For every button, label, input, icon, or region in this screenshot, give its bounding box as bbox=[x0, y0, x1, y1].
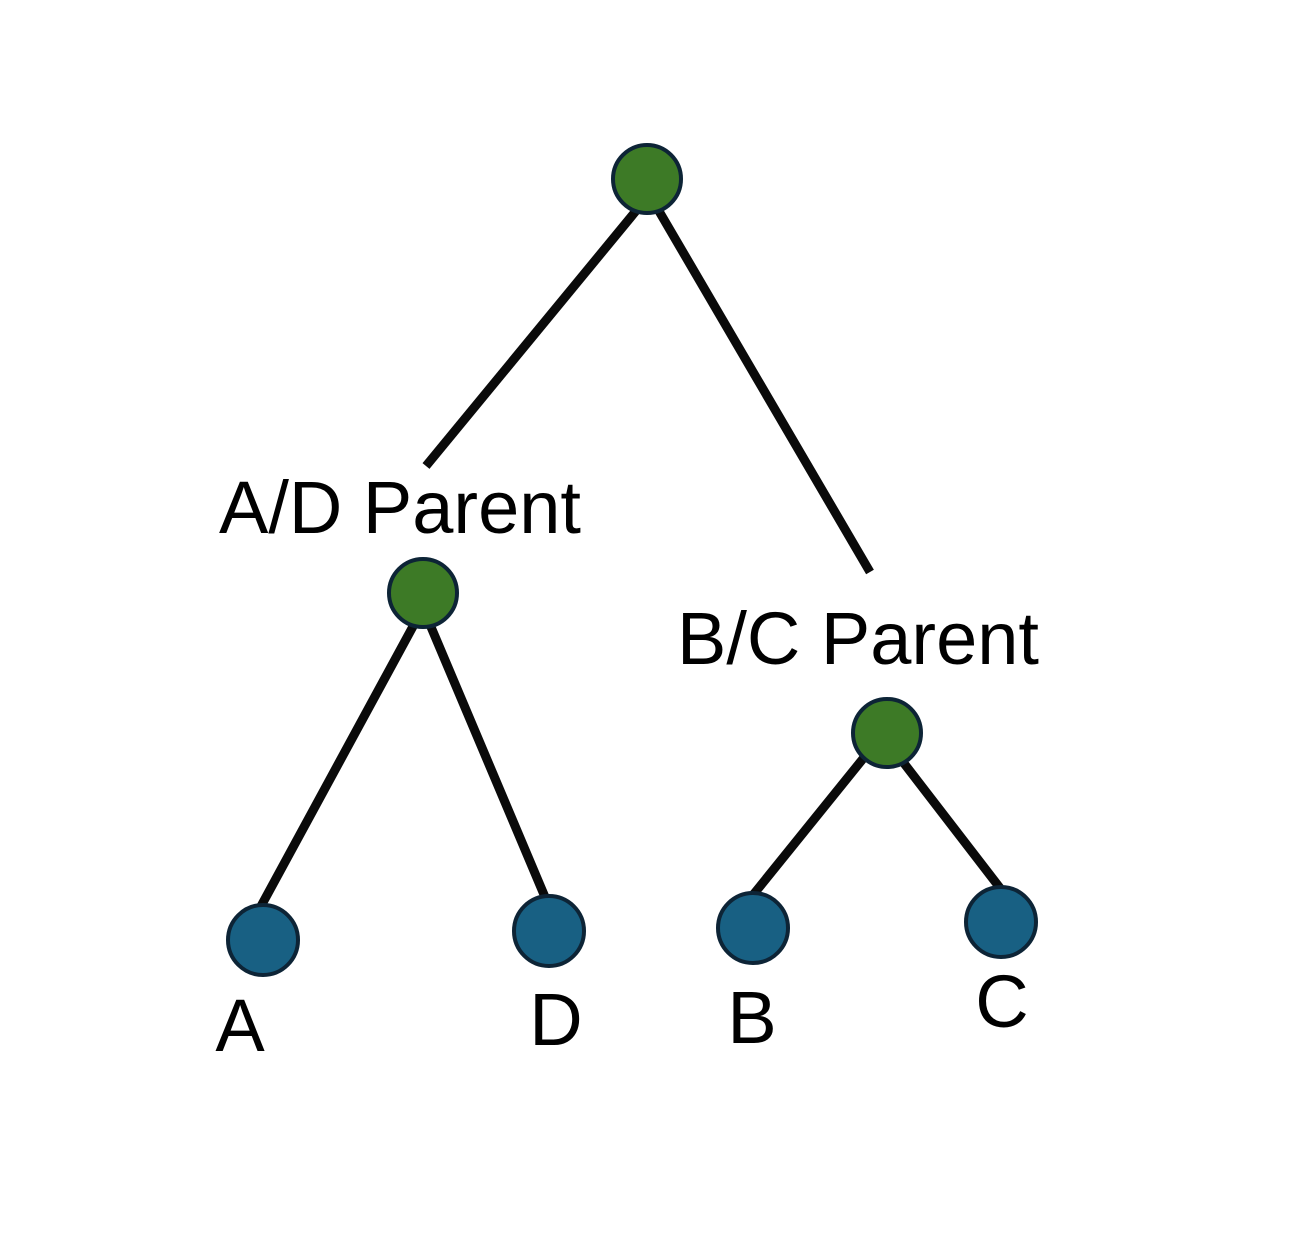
edge-root-to-ad-parent bbox=[422, 203, 644, 469]
edge-ad-parent-to-leaf-d bbox=[418, 606, 550, 899]
internal-node-ad-parent bbox=[387, 557, 459, 629]
leaf-node-leaf-b bbox=[716, 891, 790, 965]
label-bc-parent: B/C Parent bbox=[677, 597, 1039, 680]
edge-ad-parent-to-leaf-a bbox=[256, 605, 427, 911]
internal-node-bc-parent bbox=[851, 697, 923, 769]
edge-root-to-bc-parent bbox=[652, 203, 874, 575]
leaf-node-leaf-a bbox=[226, 903, 300, 977]
internal-node-root bbox=[611, 143, 683, 215]
label-leaf-b: B bbox=[727, 976, 776, 1059]
leaf-node-leaf-d bbox=[512, 894, 586, 968]
label-leaf-d: D bbox=[529, 978, 582, 1061]
leaf-node-leaf-c bbox=[964, 885, 1038, 959]
label-ad-parent: A/D Parent bbox=[219, 466, 581, 549]
edges-layer bbox=[256, 203, 1004, 911]
label-leaf-a: A bbox=[215, 984, 265, 1067]
nodes-layer bbox=[226, 143, 1038, 977]
edge-bc-parent-to-leaf-b bbox=[749, 752, 870, 898]
label-leaf-c: C bbox=[975, 960, 1028, 1043]
edge-bc-parent-to-leaf-c bbox=[899, 759, 1004, 891]
